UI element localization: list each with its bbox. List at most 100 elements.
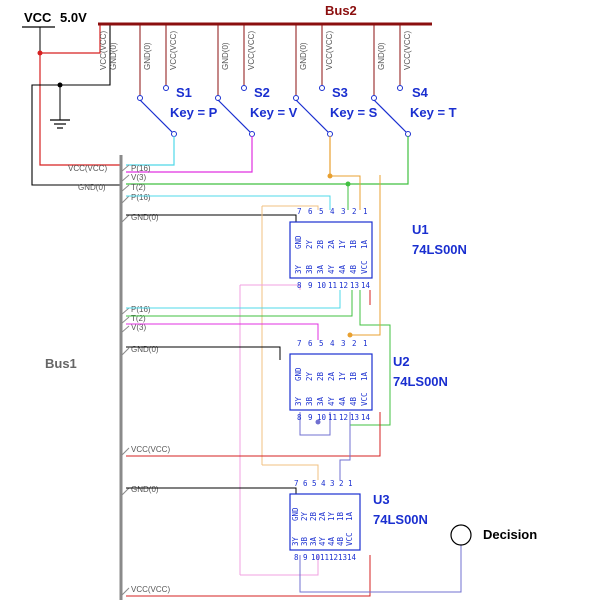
svg-text:4Y: 4Y: [318, 536, 327, 546]
vcc-source: VCC 5.0V: [22, 10, 87, 53]
svg-text:9: 9: [308, 281, 313, 290]
switch-key: Key = S: [330, 105, 378, 120]
junction-orange: [347, 332, 353, 338]
bus2-tap: VCC(VCC): [99, 31, 108, 70]
svg-text:11: 11: [320, 553, 329, 562]
bus1-tap: GND(0): [131, 345, 159, 354]
svg-text:9: 9: [303, 553, 308, 562]
bus2: Bus2: [98, 3, 432, 26]
bus1-label: Bus1: [45, 356, 77, 371]
svg-text:3: 3: [330, 479, 335, 488]
svg-text:4B: 4B: [336, 536, 345, 546]
svg-text:1A: 1A: [345, 511, 354, 521]
wire-u2-vcc: [126, 412, 381, 457]
svg-text:5: 5: [312, 479, 317, 488]
svg-text:10: 10: [317, 281, 327, 290]
chip-pins-top: 7 6 5 4 3 2 1: [297, 207, 368, 216]
vcc-value: 5.0V: [60, 10, 87, 25]
switch-s4[interactable]: S4 Key = T: [371, 85, 457, 137]
bus1-tap: VCC(VCC): [68, 164, 107, 173]
svg-text:4A: 4A: [327, 536, 336, 546]
chip-pins-top: 7 6 5 4 3 2 1: [294, 479, 353, 488]
svg-text:13: 13: [350, 281, 359, 290]
bus1: Bus1: [45, 155, 123, 600]
svg-text:2A: 2A: [327, 371, 336, 381]
svg-text:4B: 4B: [349, 264, 358, 274]
decision-probe[interactable]: Decision: [450, 524, 537, 546]
chip-ref: U3: [373, 492, 390, 507]
svg-text:7: 7: [297, 207, 302, 216]
svg-text:1B: 1B: [336, 511, 345, 521]
svg-text:1Y: 1Y: [338, 239, 347, 249]
bus1-tap: P(16): [131, 164, 151, 173]
wire-u1-gnd: [126, 214, 297, 222]
chip-u2[interactable]: 7 6 5 4 3 2 1 GND 2Y 2B 2A 1Y 1B 1A 3Y 3…: [289, 339, 448, 422]
svg-text:2A: 2A: [327, 239, 336, 249]
svg-text:2: 2: [352, 339, 357, 348]
svg-text:7: 7: [294, 479, 299, 488]
chip-part: 74LS00N: [412, 242, 467, 257]
switch-key: Key = V: [250, 105, 298, 120]
bus1-tap: V(3): [131, 173, 146, 182]
svg-text:1B: 1B: [349, 371, 358, 381]
bus2-tap: VCC(VCC): [247, 31, 256, 70]
switch-key: Key = T: [410, 105, 457, 120]
wire-v-s2: [126, 136, 253, 173]
svg-text:GND: GND: [291, 507, 300, 521]
bus1-tap: V(3): [131, 323, 146, 332]
svg-text:10: 10: [317, 413, 327, 422]
svg-text:2: 2: [352, 207, 357, 216]
svg-text:2: 2: [339, 479, 344, 488]
switch-name: S3: [332, 85, 348, 100]
wire-pink-loop: [240, 284, 301, 290]
bus2-tap: GND(0): [299, 42, 308, 70]
svg-text:4: 4: [321, 479, 326, 488]
svg-text:9: 9: [308, 413, 313, 422]
chip-ref: U2: [393, 354, 410, 369]
wire-t-s4: [126, 136, 409, 185]
svg-text:VCC: VCC: [360, 392, 369, 406]
svg-text:13: 13: [350, 413, 359, 422]
svg-text:4A: 4A: [338, 264, 347, 274]
wire-u3-purple-in: [339, 412, 351, 480]
wire-pink-bottom: [240, 555, 319, 576]
svg-text:5: 5: [319, 339, 324, 348]
bus1-tap: P(16): [131, 193, 151, 202]
chip-part: 74LS00N: [373, 512, 428, 527]
svg-text:3Y: 3Y: [294, 264, 303, 274]
vcc-wire-to-bus1: [39, 53, 121, 166]
wire-u1-loop: [262, 205, 319, 210]
svg-text:3: 3: [341, 339, 346, 348]
svg-text:3B: 3B: [300, 536, 309, 546]
chip-pin-names: GND 2Y 2B 2A 1Y 1B 1A 3Y 3B 3A 4Y 4A 4B …: [291, 507, 354, 546]
svg-text:3B: 3B: [305, 396, 314, 406]
bus1-tap: VCC(VCC): [131, 585, 170, 594]
vcc-label: VCC: [24, 10, 52, 25]
svg-text:2Y: 2Y: [305, 239, 314, 249]
svg-text:11: 11: [328, 281, 337, 290]
switch-s1[interactable]: S1 Key = P: [137, 85, 218, 137]
svg-text:2A: 2A: [318, 511, 327, 521]
chip-pin-names: GND 2Y 2B 2A 1Y 1B 1A 3Y 3B 3A 4Y 4A 4B …: [294, 235, 369, 274]
wire-u3-out: [299, 545, 462, 593]
chip-u3[interactable]: 7 6 5 4 3 2 1 GND 2Y 2B 2A 1Y 1B 1A 3Y 3…: [289, 479, 428, 562]
svg-text:6: 6: [303, 479, 308, 488]
chip-pin-names: GND 2Y 2B 2A 1Y 1B 1A 3Y 3B 3A 4Y 4A 4B …: [294, 367, 369, 406]
svg-text:7: 7: [297, 339, 302, 348]
svg-text:4Y: 4Y: [327, 396, 336, 406]
junction-t: [345, 181, 351, 187]
wire-p-s1: [126, 136, 175, 166]
svg-text:3A: 3A: [316, 264, 325, 274]
wire-u3-vcc: [126, 555, 371, 597]
bus1-tap: GND(0): [131, 485, 159, 494]
chip-part: 74LS00N: [393, 374, 448, 389]
switch-s2[interactable]: S2 Key = V: [215, 85, 298, 137]
svg-text:14: 14: [361, 413, 371, 422]
chip-u1[interactable]: 7 6 5 4 3 2 1 GND 2Y 2B 2A 1Y 1B 1A 3Y 3…: [289, 207, 467, 290]
junction-purple: [315, 419, 321, 425]
bus2-tap: GND(0): [221, 42, 230, 70]
wire-u2-p: [126, 290, 341, 309]
bus2-tap: GND(0): [377, 42, 386, 70]
switch-s3[interactable]: S3 Key = S: [293, 85, 378, 137]
chip-ref: U1: [412, 222, 429, 237]
